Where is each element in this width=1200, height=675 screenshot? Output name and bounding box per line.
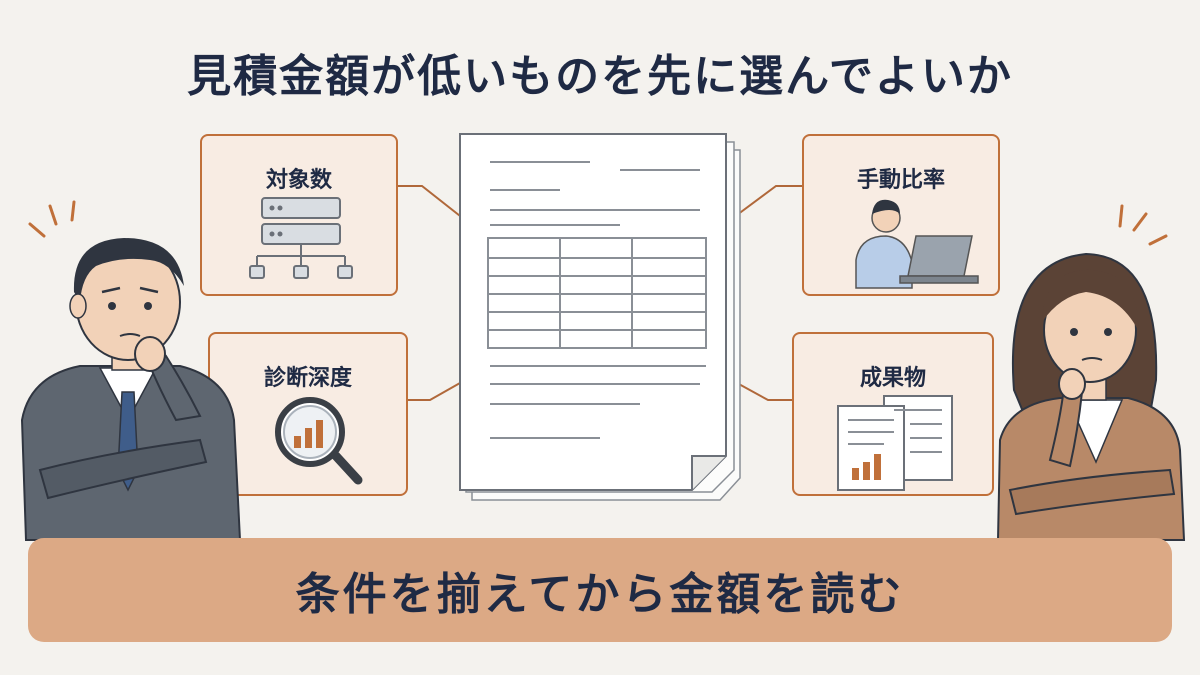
card-manual-ratio: 手動比率	[802, 134, 1000, 296]
card-label: 成果物	[859, 366, 926, 391]
conclusion-text: 条件を揃えてから金額を読む	[295, 569, 905, 620]
page-title: 見積金額が低いものを先に選んでよいか	[187, 51, 1013, 102]
card-deliverables: 成果物	[792, 332, 994, 496]
magnifier-chart-icon	[275, 397, 363, 485]
server-network-icon	[249, 197, 353, 279]
report-documents-icon	[837, 395, 953, 491]
person-laptop-icon	[855, 199, 979, 289]
card-label: 診断深度	[263, 366, 352, 391]
conclusion-banner: 条件を揃えてから金額を読む	[28, 538, 1172, 642]
card-diagnosis-depth: 診断深度	[208, 332, 408, 496]
card-label: 手動比率	[856, 168, 945, 193]
card-target-count: 対象数	[200, 134, 398, 296]
card-label: 対象数	[265, 168, 332, 193]
